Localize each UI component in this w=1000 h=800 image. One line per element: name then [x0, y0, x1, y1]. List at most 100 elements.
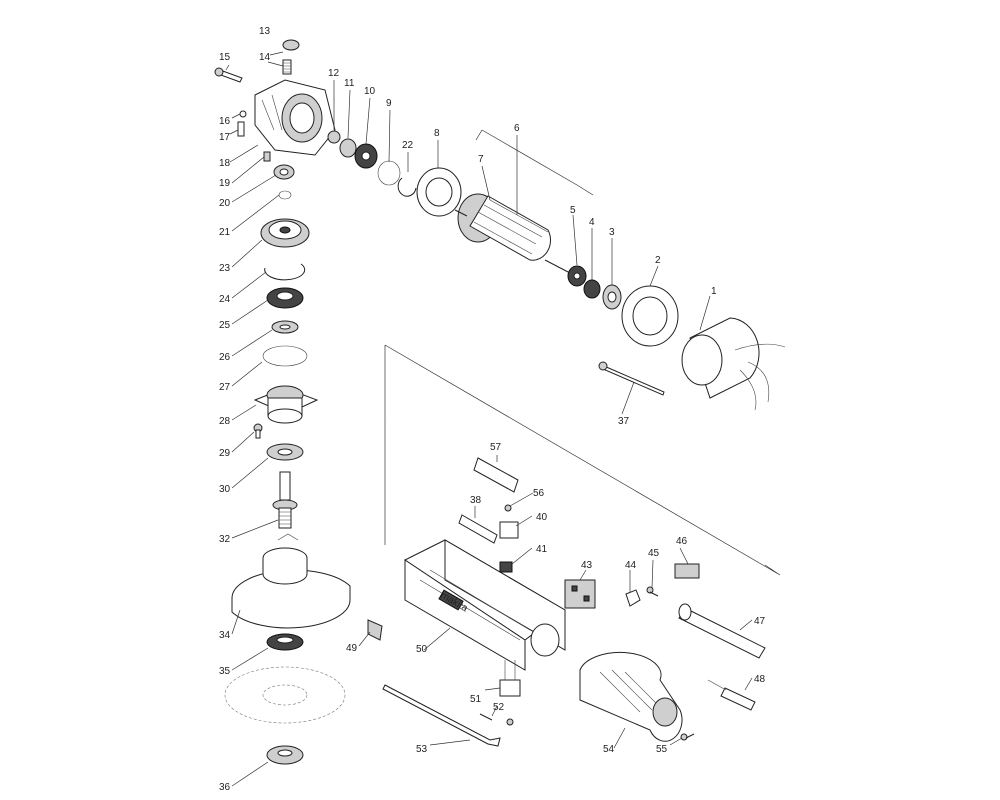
part-24-snap-ring	[264, 263, 306, 281]
part-47-cord-guard	[678, 603, 766, 659]
part-9-o-ring	[377, 160, 401, 186]
part-8-baffle-plate	[416, 167, 462, 217]
label-19: 19	[219, 178, 231, 189]
part-1-field	[681, 317, 786, 411]
part-52-spring	[479, 713, 514, 726]
label-6: 6	[514, 123, 520, 134]
part-30-labyrinth-ring	[266, 443, 304, 461]
part-46-noise-suppressor	[674, 563, 700, 579]
label-34: 34	[219, 630, 231, 641]
label-26: 26	[219, 352, 231, 363]
label-14: 14	[259, 52, 271, 63]
part-2-fan-guide	[621, 285, 679, 347]
label-32: 32	[219, 534, 231, 545]
part-40-brush-holder	[499, 521, 519, 539]
label-53: 53	[416, 744, 428, 755]
part-6-armature	[454, 193, 571, 274]
label-12: 12	[328, 68, 340, 79]
label-29: 29	[219, 448, 231, 459]
label-38: 38	[470, 495, 482, 506]
part-18-gear-housing	[254, 79, 336, 156]
label-51: 51	[470, 694, 482, 705]
label-56: 56	[533, 488, 545, 499]
label-54: 54	[603, 744, 615, 755]
label-9: 9	[386, 98, 392, 109]
label-48: 48	[754, 674, 766, 685]
part-43-switch	[564, 579, 596, 609]
label-3: 3	[609, 227, 615, 238]
part-3-insulation-washer	[602, 284, 622, 310]
label-27: 27	[219, 382, 231, 393]
part-20-bushing	[273, 164, 295, 180]
part-28-bearing-box	[253, 385, 319, 424]
label-15: 15	[219, 52, 231, 63]
part-49-switch-button	[367, 619, 383, 641]
label-1: 1	[711, 286, 717, 297]
label-2: 2	[655, 255, 661, 266]
part-34-wheel-cover	[231, 533, 351, 629]
part-57-label	[473, 457, 519, 493]
label-20: 20	[219, 198, 231, 209]
part-12-nut	[327, 130, 341, 144]
part-32-spindle	[272, 471, 298, 529]
grinding-disc-outline	[224, 666, 346, 724]
label-5: 5	[570, 205, 576, 216]
part-53-switch-lever	[382, 684, 501, 747]
label-24: 24	[219, 294, 231, 305]
part-41-carbon-brush	[499, 561, 513, 573]
label-47: 47	[754, 616, 766, 627]
label-30: 30	[219, 484, 231, 495]
label-41: 41	[536, 544, 548, 555]
part-56-screw	[504, 504, 512, 512]
label-13: 13	[259, 26, 271, 37]
part-50-motor-housing: makita	[404, 539, 566, 671]
label-22: 22	[402, 140, 414, 151]
part-36-lock-nut	[266, 745, 304, 765]
label-52: 52	[493, 702, 505, 713]
part-37-long-screw	[598, 361, 665, 396]
label-28: 28	[219, 416, 231, 427]
part-45-screw	[646, 586, 659, 597]
label-46: 46	[676, 536, 688, 547]
part-14-spring	[282, 59, 292, 75]
part-10-ball-bearing	[354, 143, 378, 169]
label-57: 57	[490, 442, 502, 453]
part-22-retaining-ring	[397, 177, 417, 197]
label-55: 55	[656, 744, 668, 755]
label-8: 8	[434, 128, 440, 139]
part-35-inner-flange	[266, 633, 304, 651]
part-23-bevel-gear	[260, 218, 310, 248]
label-10: 10	[364, 86, 376, 97]
label-7: 7	[478, 154, 484, 165]
label-37: 37	[618, 416, 630, 427]
part-44-strain-relief	[625, 589, 641, 607]
part-21-retaining-ring	[278, 190, 292, 200]
part-55-screw	[680, 733, 695, 741]
label-50: 50	[416, 644, 428, 655]
label-35: 35	[219, 666, 231, 677]
label-44: 44	[625, 560, 637, 571]
label-21: 21	[219, 227, 231, 238]
label-16: 16	[219, 116, 231, 127]
label-17: 17	[219, 132, 231, 143]
label-4: 4	[589, 217, 595, 228]
part-16-ring	[239, 110, 247, 118]
part-38-label	[458, 514, 498, 544]
label-23: 23	[219, 263, 231, 274]
part-25-ball-bearing	[266, 287, 304, 309]
part-4-ball-bearing	[583, 279, 601, 299]
label-36: 36	[219, 782, 231, 793]
part-13-cap	[282, 39, 300, 51]
label-45: 45	[648, 548, 660, 559]
label-49: 49	[346, 643, 358, 654]
label-11: 11	[344, 78, 355, 89]
label-40: 40	[536, 512, 548, 523]
label-43: 43	[581, 560, 593, 571]
label-18: 18	[219, 158, 231, 169]
part-17-pin	[237, 121, 245, 137]
part-19-pin	[263, 151, 271, 162]
part-54-rear-cover	[579, 651, 683, 742]
part-29-screw	[253, 423, 263, 439]
part-26-washer	[271, 320, 299, 334]
